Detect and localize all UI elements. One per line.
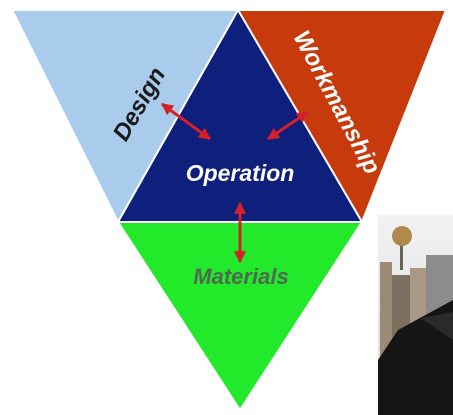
sunsphere-icon: [392, 226, 412, 246]
background-photo: [378, 215, 453, 415]
relationship-arrows: [161, 102, 309, 264]
materials-label: Materials: [193, 264, 288, 289]
operation-label: Operation: [186, 160, 295, 186]
arrow-operation-design: [161, 102, 211, 141]
arrow-operation-workmanship: [267, 110, 309, 141]
